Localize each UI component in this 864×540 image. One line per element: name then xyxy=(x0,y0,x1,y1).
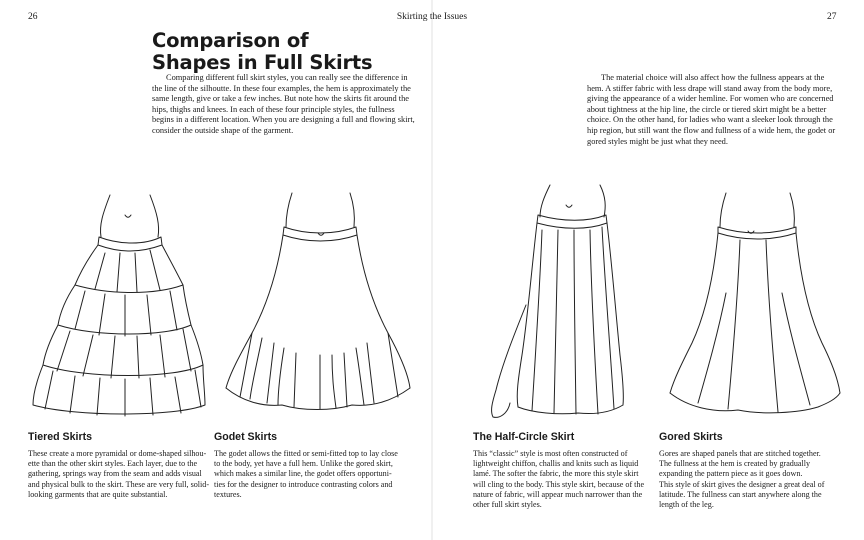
tiered-skirts-heading: Tiered Skirts xyxy=(28,431,92,443)
running-head: Skirting the Issues xyxy=(396,12,468,22)
caption-line: The fullness at the hem is created by gr… xyxy=(659,459,811,469)
page-gutter xyxy=(431,0,433,540)
page-title-line2: Shapes in Full Skirts xyxy=(152,51,373,74)
half-circle-skirt-illustration xyxy=(491,184,624,418)
caption-line: This style of skirt gives the designer a… xyxy=(659,479,825,489)
left-page-number: 26 xyxy=(28,12,38,22)
half-circle-skirt-heading: The Half-Circle Skirt xyxy=(473,431,575,443)
godet-skirts-heading: Godet Skirts xyxy=(214,431,277,443)
caption-line: lightweight chiffon, challis and knits s… xyxy=(473,459,639,469)
intro-right-paragraph: The material choice will also affect how… xyxy=(587,73,836,146)
page-title: Comparison of Shapes in Full Skirts xyxy=(152,30,412,74)
caption-line: This “classic” style is most often const… xyxy=(473,449,628,458)
gored-skirt-illustration xyxy=(669,192,841,414)
caption-line: nature of fabric, will appear much narro… xyxy=(473,489,643,499)
godet-skirt-illustration xyxy=(225,192,411,410)
caption-line: latitude. The fullness can start anywher… xyxy=(659,489,822,499)
caption-line: ette than the other skirt styles. Each l… xyxy=(28,459,198,469)
caption-line: lamé. The softer the fabric, the more th… xyxy=(473,469,639,479)
page-title-line1: Comparison of xyxy=(152,29,309,52)
caption-line: expanding the pattern piece as it goes d… xyxy=(659,469,803,479)
caption-line: and physical bulk to the skirt. These ar… xyxy=(28,479,210,489)
caption-line: which makes a similar line, the godet of… xyxy=(214,469,392,479)
gored-skirts-heading: Gored Skirts xyxy=(659,431,723,443)
caption-line: These create a more pyramidal or dome-sh… xyxy=(28,449,207,458)
tiered-skirts-caption: These create a more pyramidal or dome-sh… xyxy=(28,449,233,500)
caption-line: other full skirt styles. xyxy=(473,500,542,510)
half-circle-skirt-caption: This “classic” style is most often const… xyxy=(473,449,663,510)
caption-line: The godet allows the fitted or semi-fitt… xyxy=(214,449,398,458)
caption-line: length of the leg. xyxy=(659,500,714,510)
godet-skirts-caption: The godet allows the fitted or semi-fitt… xyxy=(214,449,424,500)
gored-skirts-caption: Gores are shaped panels that are stitche… xyxy=(659,449,854,510)
caption-line: gathering, springs way from the seam and… xyxy=(28,469,202,479)
caption-line: looking garments that are quite substant… xyxy=(28,489,168,499)
caption-line: ties for the designer to introduce contr… xyxy=(214,479,393,489)
intro-left-paragraph: Comparing different full skirt styles, y… xyxy=(152,73,415,135)
tiered-skirt-illustration xyxy=(32,194,206,417)
caption-line: Gores are shaped panels that are stitche… xyxy=(659,449,821,458)
caption-line: will cling to the body. This style skirt… xyxy=(473,479,645,489)
caption-line: to the body, yet have a full hem. Unlike… xyxy=(214,459,393,469)
caption-line: textures. xyxy=(214,489,242,499)
right-page-number: 27 xyxy=(827,12,837,22)
